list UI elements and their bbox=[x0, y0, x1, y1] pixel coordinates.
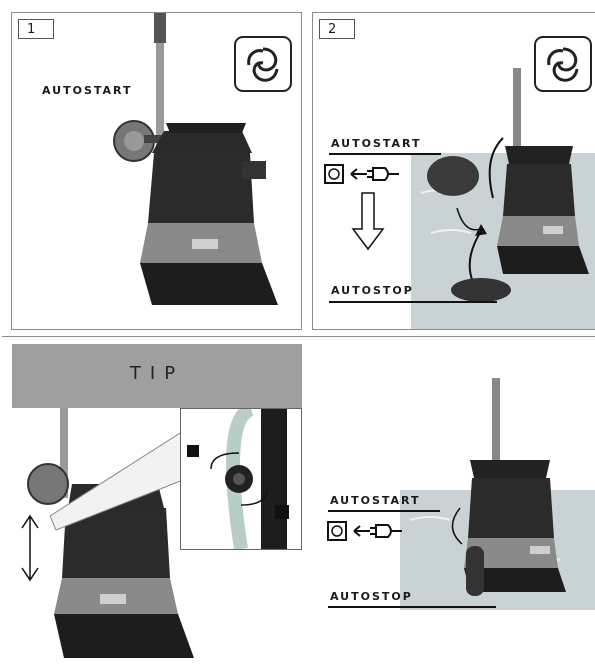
pump-illustration bbox=[92, 13, 292, 323]
panel-1: 1 AUTOSTART bbox=[11, 12, 302, 330]
tip-header: TIP bbox=[12, 344, 302, 408]
down-arrow-icon bbox=[351, 191, 385, 251]
panel-2: 2 AUTOSTART AUTOSTOP bbox=[312, 12, 595, 330]
autostop-label: AUTOSTOP bbox=[330, 590, 413, 603]
zoom-callout-lines bbox=[40, 408, 200, 528]
autostart-label: AUTOSTART bbox=[331, 137, 422, 150]
panel-number: 1 bbox=[18, 19, 54, 39]
autostart-underline bbox=[328, 510, 440, 512]
autostart-label: AUTOSTART bbox=[42, 84, 133, 97]
panel-number: 2 bbox=[319, 19, 355, 39]
autostart-underline bbox=[329, 153, 441, 155]
plug-socket-icon bbox=[323, 163, 413, 187]
autostop-label: AUTOSTOP bbox=[331, 284, 414, 297]
step-number: 3 bbox=[265, 475, 271, 485]
detail-illustration bbox=[181, 409, 301, 549]
pump-illustration bbox=[423, 68, 595, 308]
tip-title: TIP bbox=[12, 363, 302, 384]
detail-callout: 3 bbox=[180, 408, 302, 550]
autostop-underline bbox=[329, 301, 497, 303]
plug-socket-icon bbox=[326, 520, 416, 544]
pump-illustration bbox=[440, 378, 590, 618]
autostop-underline bbox=[328, 606, 496, 608]
autostart-label: AUTOSTART bbox=[330, 494, 421, 507]
